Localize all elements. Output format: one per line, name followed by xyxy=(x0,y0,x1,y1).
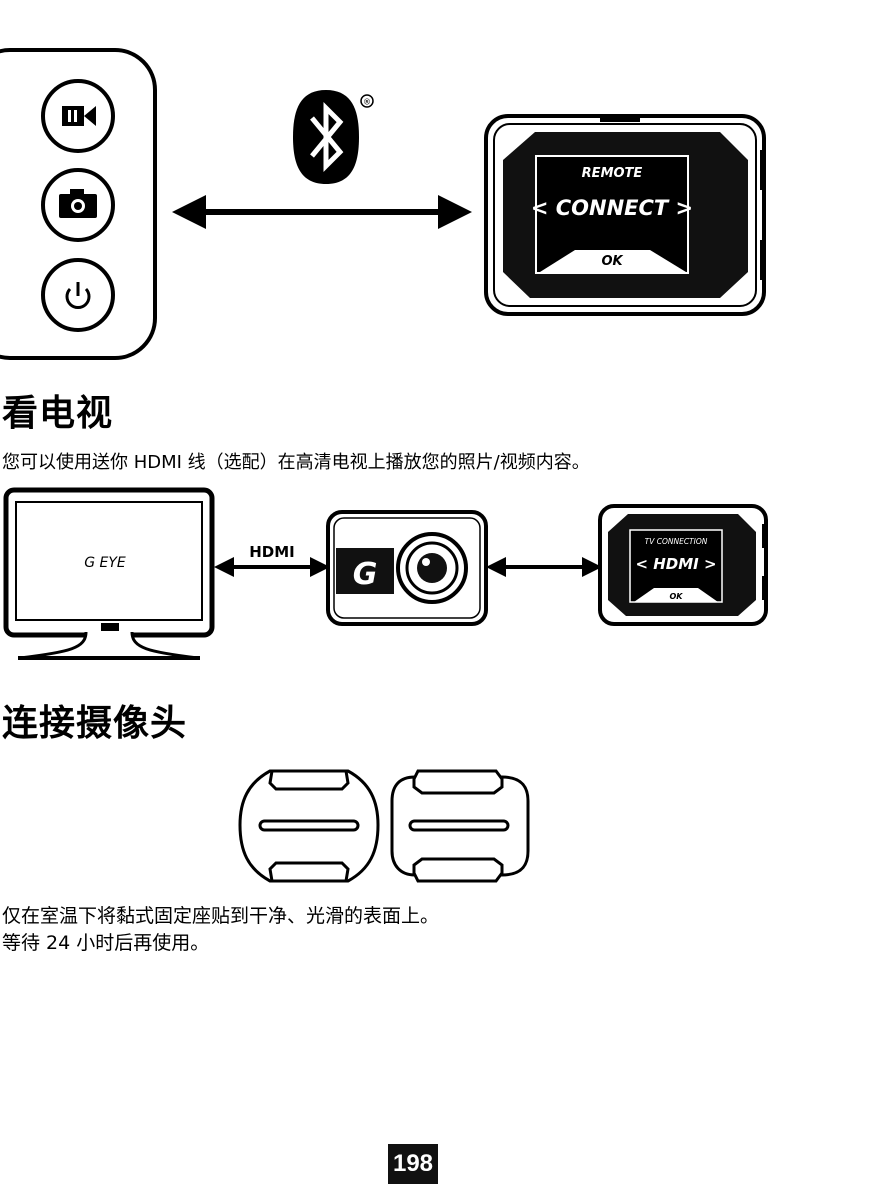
curved-mount-icon xyxy=(392,771,528,881)
tv-connection-diagram: G EYE HDMI G TV CONNECTION < HDMI > OK xyxy=(0,480,886,670)
mount-instruction-line1: 仅在室温下将黏式固定座贴到干净、光滑的表面上。 xyxy=(2,904,439,928)
tv-camera-connect-label: < HDMI > xyxy=(635,555,716,573)
registered-mark: ® xyxy=(363,98,371,107)
camera-connect-label: < CONNECT > xyxy=(531,196,693,220)
menu-arrow xyxy=(486,557,602,577)
camera-ok-label: OK xyxy=(601,254,623,269)
tv-camera-ok-label: OK xyxy=(670,592,684,601)
tv-icon: G EYE xyxy=(6,490,212,660)
camera-back-remote: REMOTE < CONNECT > OK xyxy=(486,116,766,314)
adhesive-mounts-diagram xyxy=(230,765,540,890)
mount-instruction-line2: 等待 24 小时后再使用。 xyxy=(2,931,209,955)
page-number: 198 xyxy=(388,1144,438,1184)
remote-control xyxy=(0,50,155,358)
tv-description: 您可以使用送你 HDMI 线（选配）在高清电视上播放您的照片/视频内容。 xyxy=(2,451,590,475)
hdmi-cable-arrow: HDMI xyxy=(214,543,330,577)
tv-screen-text: G EYE xyxy=(84,555,126,571)
bluetooth-icon: ® xyxy=(293,90,373,184)
flat-mount-icon xyxy=(240,771,378,881)
power-button-icon xyxy=(43,260,113,330)
hdmi-cable-label: HDMI xyxy=(249,543,295,561)
tv-camera-mode-label: TV CONNECTION xyxy=(645,537,708,546)
svg-text:G: G xyxy=(353,557,378,592)
camera-front: G xyxy=(328,512,486,624)
camera-back-hdmi: TV CONNECTION < HDMI > OK xyxy=(600,506,767,624)
section-heading-mount: 连接摄像头 xyxy=(2,704,187,744)
connection-arrow xyxy=(172,195,472,229)
section-heading-tv: 看电视 xyxy=(2,394,113,434)
remote-connection-diagram: ® REMOTE < CONNECT > OK xyxy=(0,0,886,370)
camera-mode-label: REMOTE xyxy=(582,166,643,181)
record-button-icon xyxy=(43,81,113,151)
photo-button-icon xyxy=(43,170,113,240)
